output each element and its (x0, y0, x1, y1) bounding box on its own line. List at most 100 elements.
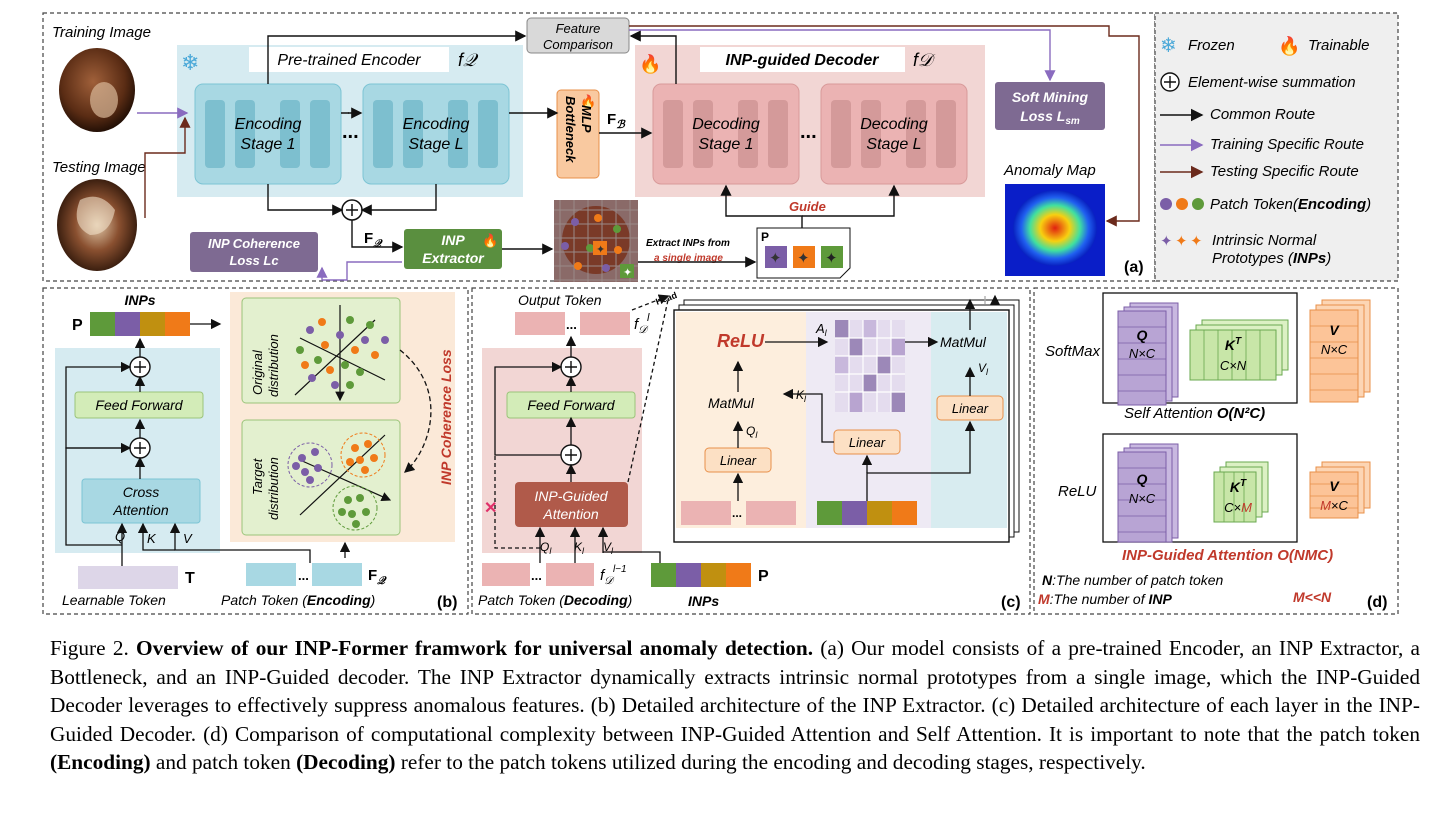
q-matrix-inp (1117, 443, 1179, 543)
svg-text:Stage L: Stage L (866, 136, 921, 153)
inps-token-c (651, 563, 676, 587)
panel-a-tag: (a) (1124, 259, 1144, 276)
output-token (515, 312, 565, 335)
svg-text:Encoding: Encoding (403, 116, 470, 133)
svg-text:Decoding: Decoding (692, 116, 760, 133)
svg-text:Testing Specific Route: Testing Specific Route (1210, 163, 1359, 180)
attention-matrix (835, 320, 905, 412)
svg-text:Learnable Token: Learnable Token (62, 592, 166, 608)
svg-text:Ql: Ql (746, 424, 758, 440)
decoding-stage-l: Decoding Stage L (820, 83, 968, 185)
svg-text:Patch Token (Encoding): Patch Token (Encoding) (221, 592, 375, 608)
svg-text:Kl: Kl (796, 388, 807, 404)
v-matrix-self (1309, 299, 1371, 403)
encoder-symbol: f𝒬 (458, 50, 479, 70)
relu-label: ReLU (717, 331, 765, 351)
svg-text:Loss Lc: Loss Lc (229, 253, 279, 268)
svg-text:Q: Q (1137, 327, 1148, 343)
svg-text:Bottleneck: Bottleneck (563, 96, 578, 163)
fb-label: Fℬ (607, 111, 626, 131)
patch-token-enc (246, 563, 296, 586)
extract-label-2: a single image (654, 253, 723, 264)
encoder-title: Pre-trained Encoder (277, 52, 421, 69)
panel-c-frame (471, 287, 1031, 615)
cross-mark-icon: ✕ (484, 500, 497, 517)
svg-text:N×C: N×C (1129, 491, 1156, 506)
patch-token-dec (482, 563, 530, 586)
svg-text:K: K (147, 531, 157, 546)
v-matrix-inp (1309, 461, 1371, 519)
svg-text:INPs: INPs (688, 593, 719, 609)
svg-text:N×C: N×C (1321, 342, 1348, 357)
inp-star-icon: ✦ (769, 250, 782, 267)
svg-text:Stage 1: Stage 1 (240, 136, 295, 153)
k-matrix-inp (1213, 461, 1269, 523)
svg-text:INP Coherence: INP Coherence (208, 236, 300, 251)
panel-b-frame (42, 287, 469, 615)
mlp-bottleneck (556, 89, 600, 179)
svg-text:KT: KT (1230, 478, 1247, 495)
testing-image (57, 179, 137, 271)
inp-attention-frame (1102, 433, 1298, 543)
inp-star-icon: ✦ (825, 250, 838, 267)
fire-icon: 🔥 (580, 94, 596, 109)
feature-comparison-box (526, 17, 630, 54)
svg-text:KT: KT (1225, 336, 1242, 353)
svg-text:Trainable: Trainable (1308, 37, 1369, 54)
soft-mining-loss (995, 82, 1105, 130)
fire-icon: 🔥 (482, 233, 498, 248)
self-attention-label: Self Attention O(N²C) (1124, 405, 1265, 422)
legend: ❄ Frozen 🔥 Trainable Element-wise summat… (1160, 35, 1371, 267)
fire-icon: 🔥 (1278, 35, 1300, 56)
inp-star-icon: ✦ (797, 250, 810, 267)
svg-text:Target: Target (250, 457, 265, 495)
svg-text:P: P (761, 230, 769, 244)
m-less-than-n: M<<N (1293, 589, 1332, 605)
svg-text:Frozen: Frozen (1188, 37, 1235, 54)
svg-text:MLP: MLP (579, 105, 594, 133)
m-definition: M:The number of INP (1038, 591, 1173, 607)
guide-label: Guide (789, 199, 826, 214)
panel-b-arrows (65, 318, 351, 566)
extract-label-1: Extract INPs from (646, 238, 730, 249)
svg-text:...: ... (566, 317, 577, 332)
svg-text:Vl: Vl (603, 540, 614, 556)
encoder-ellipsis: ... (342, 121, 359, 143)
svg-text:C×M: C×M (1224, 500, 1252, 515)
svg-text:Patch Token (Decoding): Patch Token (Decoding) (478, 592, 632, 608)
svg-text:N×C: N×C (1129, 346, 1156, 361)
svg-text:Comparison: Comparison (543, 37, 613, 52)
inp-guided-attention-box (515, 482, 628, 527)
fire-icon: 🔥 (639, 53, 661, 74)
svg-text:INP: INP (441, 232, 465, 248)
encoding-stage-l: Encoding Stage L (362, 83, 510, 185)
svg-text:Q: Q (115, 529, 125, 544)
svg-text:Patch Token(Encoding): Patch Token(Encoding) (1210, 196, 1371, 213)
snowflake-icon: ❄ (1160, 35, 1177, 57)
svg-text:Q: Q (1137, 471, 1148, 487)
inp-extractor-box (404, 229, 502, 269)
svg-text:Common Route: Common Route (1210, 106, 1315, 123)
svg-text:Encoding: Encoding (235, 116, 302, 133)
n-definition: N:The number of patch token (1042, 572, 1224, 588)
svg-text:...: ... (732, 506, 742, 520)
feed-forward-b (74, 391, 204, 419)
svg-text:...: ... (298, 568, 309, 583)
svg-text:distribution: distribution (266, 457, 281, 520)
svg-text:Stage L: Stage L (408, 136, 463, 153)
svg-text:Linear: Linear (952, 401, 989, 416)
head-label: Head (654, 290, 678, 307)
svg-text:INP-Guided: INP-Guided (534, 488, 608, 504)
q-matrix-self (1117, 302, 1179, 406)
softmax-label: SoftMax (1045, 343, 1101, 360)
snowflake-icon: ❄ (181, 50, 199, 75)
svg-text:Decoding: Decoding (860, 116, 928, 133)
svg-text:Vl: Vl (978, 361, 989, 377)
panel-b-tag: (b) (437, 594, 457, 611)
svg-text:Original: Original (250, 349, 265, 395)
svg-text:Ql: Ql (540, 540, 552, 556)
encoder-title-box (249, 47, 449, 72)
svg-text:Stage 1: Stage 1 (698, 136, 753, 153)
patch-grid-image: ✦ ✦ (554, 200, 638, 282)
svg-text:...: ... (531, 568, 542, 583)
